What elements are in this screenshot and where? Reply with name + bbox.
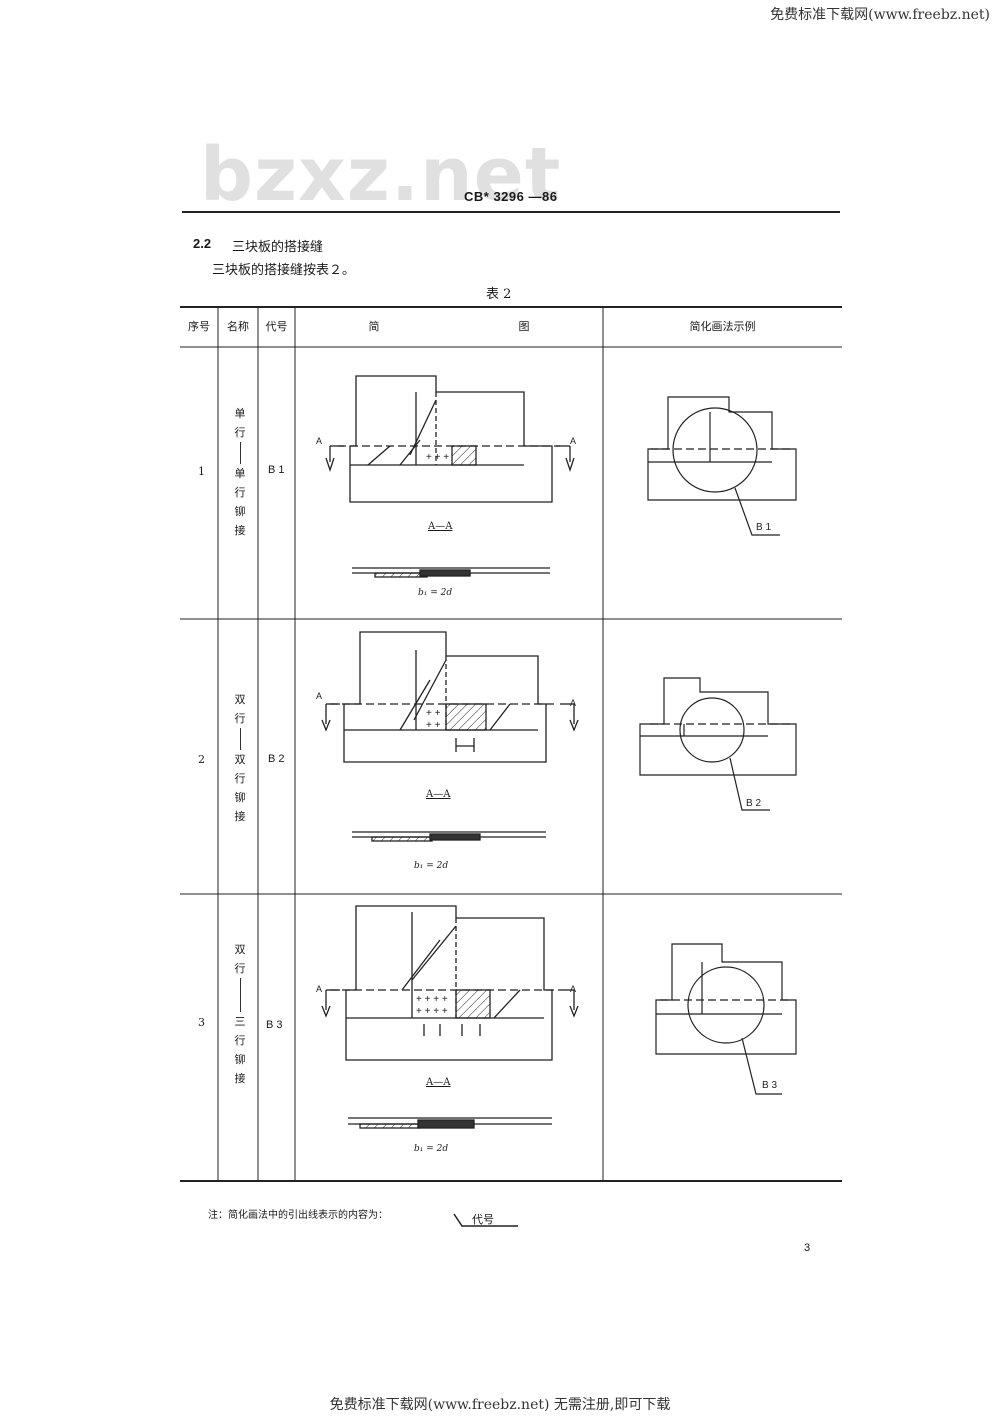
formula: b₁ = 2d	[418, 588, 453, 598]
section-arrow-label: A	[570, 436, 577, 446]
page-number: 3	[804, 1242, 811, 1254]
section-arrow-label: A	[316, 691, 323, 701]
svg-text:+ +: + +	[426, 720, 441, 731]
section-title: 三块板的搭接缝	[232, 240, 324, 255]
header-diagram-2: 图	[518, 320, 530, 333]
row-name: 双行 三行铆接	[234, 943, 246, 1085]
svg-text:+ + +: + + +	[426, 452, 449, 463]
watermark: bzxz.net	[200, 132, 562, 218]
svg-text:+ +: + +	[426, 708, 441, 719]
footnote-code-label: 代号	[472, 1213, 494, 1226]
header-name: 名称	[227, 320, 249, 333]
svg-text:B 3: B 3	[762, 1080, 777, 1091]
row-code: B 3	[266, 1019, 283, 1031]
header-rule	[182, 211, 840, 213]
lap-joint-simplified: B 1	[647, 396, 797, 536]
formula: b₁ = 2d	[414, 1144, 449, 1154]
section-body: 三块板的搭接缝按表２。	[212, 263, 356, 278]
row-number: 2	[198, 753, 205, 766]
header-code: 代号	[265, 320, 288, 333]
row-number: 3	[198, 1016, 205, 1029]
note-leader-line	[453, 1213, 518, 1227]
header-diagram-1: 简	[368, 320, 380, 333]
row-name: 单行 单行铆接	[234, 407, 246, 537]
lap-joint-simplified: B 3	[655, 943, 797, 1095]
formula: b₁ = 2d	[414, 861, 449, 871]
row-number: 1	[198, 465, 205, 478]
section-label: A—A	[426, 1077, 451, 1088]
svg-text:+ + + +: + + + +	[416, 994, 448, 1005]
header-serial: 序号	[188, 320, 210, 333]
svg-text:+ + + +: + + + +	[416, 1006, 448, 1017]
table-caption: 表 2	[486, 287, 512, 302]
row-name: 双行 双行铆接	[234, 693, 246, 823]
section-arrow-label: A	[316, 984, 323, 994]
section-label: A—A	[426, 789, 451, 800]
lap-joint-drawing: + + +	[325, 375, 575, 578]
standard-code: CB* 3296 —86	[464, 189, 558, 204]
svg-text:B 2: B 2	[746, 798, 761, 809]
section-arrow-label: A	[570, 698, 577, 708]
row-code: B 1	[268, 464, 285, 476]
site-footer: 免费标准下载网(www.freebz.net) 无需注册,即可下载	[329, 1397, 671, 1413]
row-code: B 2	[268, 753, 285, 765]
site-header: 免费标准下载网(www.freebz.net)	[770, 7, 990, 23]
section-arrow-label: A	[570, 984, 577, 994]
section-number: 2.2	[193, 236, 212, 251]
lap-joint-drawing: + + + +	[321, 631, 579, 842]
footnote: 注：简化画法中的引出线表示的内容为：	[208, 1210, 388, 1221]
lap-joint-simplified: B 2	[639, 677, 797, 811]
section-arrow-label: A	[316, 436, 323, 446]
lap-joint-drawing: + + + + + + + +	[321, 905, 579, 1129]
svg-text:B 1: B 1	[756, 522, 771, 533]
header-simplified: 简化画法示例	[689, 320, 756, 333]
section-label: A—A	[428, 521, 453, 532]
